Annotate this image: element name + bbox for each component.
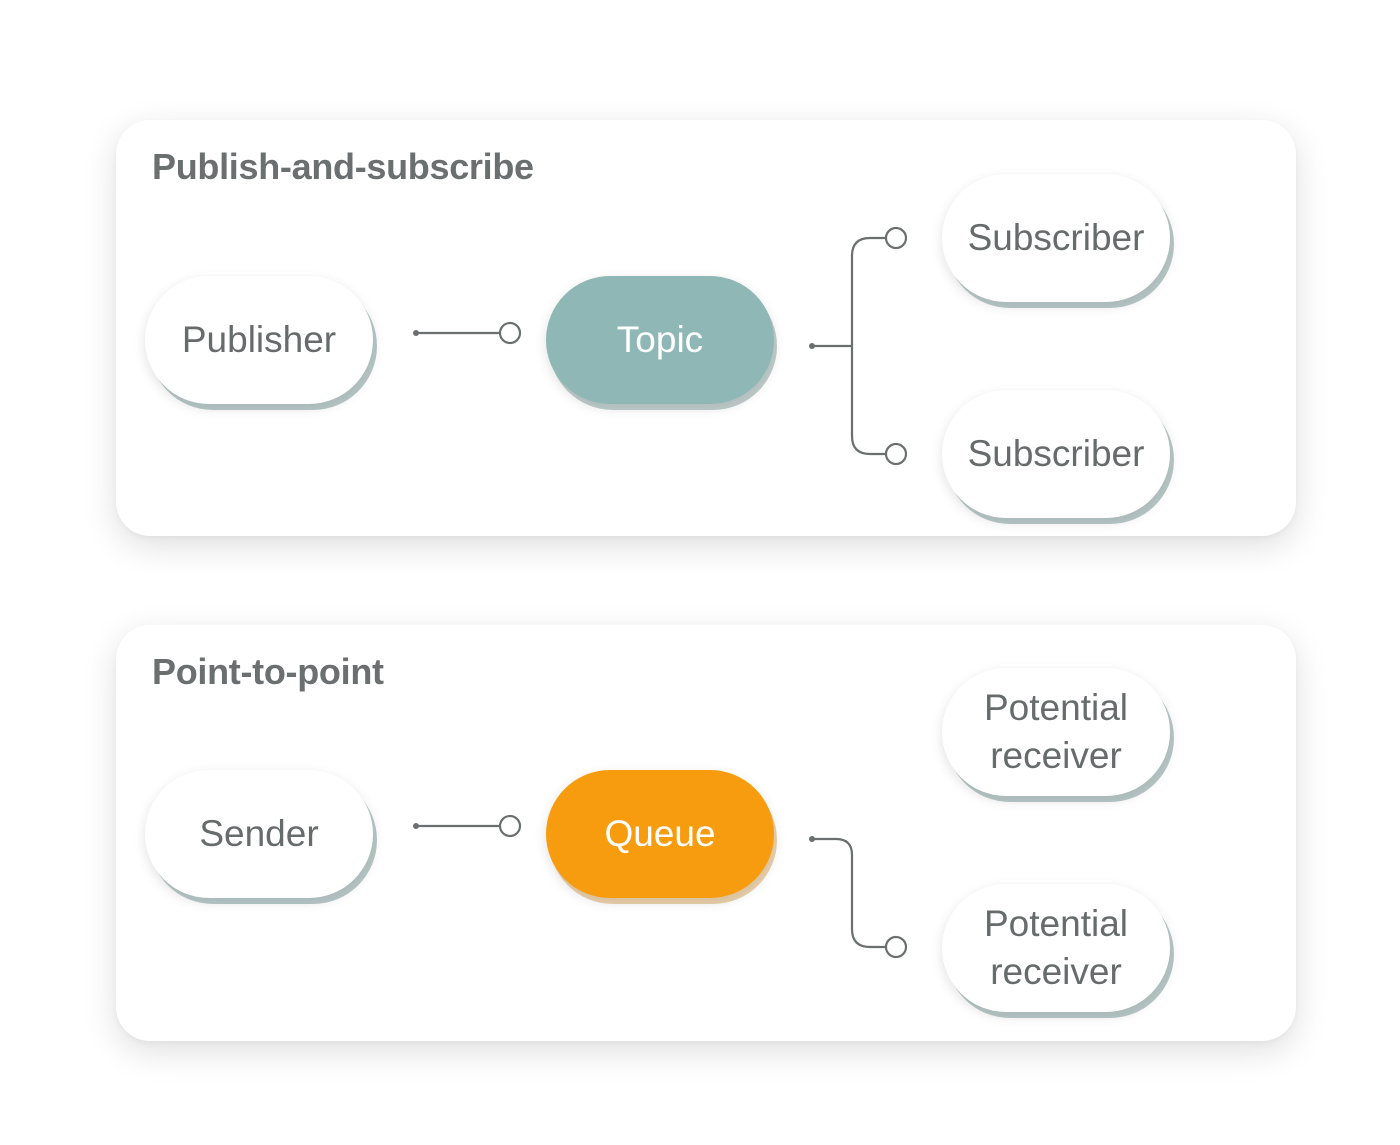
topic-label: Topic (616, 319, 704, 360)
pubsub-fork-branch-2 (850, 346, 886, 456)
p2p-queue-link (812, 837, 886, 949)
pubsub-title: Publish-and-subscribe (152, 146, 534, 187)
p2p-connectors (413, 814, 908, 959)
p2p-panel: Point-to-point Sender Queue Potential re… (116, 625, 1296, 1041)
sender-label: Sender (199, 813, 319, 854)
pubsub-connectors (413, 226, 908, 466)
publisher-node: Publisher (145, 276, 373, 404)
publisher-label: Publisher (181, 319, 337, 360)
subscriber-label-2: Subscriber (967, 433, 1145, 474)
topic-node: Topic (546, 276, 774, 404)
subscriber-node-2: Subscriber (942, 390, 1170, 518)
pubsub-fork-branch-1 (850, 236, 886, 346)
queue-label: Queue (604, 813, 716, 854)
pubsub-subscriber-2-link-end (884, 442, 908, 466)
pubsub-panel: Publish-and-subscribe Publisher Topic Su… (116, 120, 1296, 536)
pubsub-publisher-link-end (498, 321, 522, 345)
queue-node: Queue (546, 770, 774, 898)
subscriber-node-1: Subscriber (942, 174, 1170, 302)
p2p-sender-link-end (498, 814, 522, 838)
pubsub-subscriber-1-link-end (884, 226, 908, 250)
p2p-receiver-link-end (884, 935, 908, 959)
sender-node: Sender (145, 770, 373, 898)
receiver-label-2: Potential receiver (984, 903, 1128, 992)
receiver-label-1: Potential receiver (984, 687, 1128, 776)
receiver-node-2: Potential receiver (942, 884, 1170, 1012)
subscriber-label-1: Subscriber (967, 217, 1145, 258)
receiver-node-1: Potential receiver (942, 668, 1170, 796)
p2p-title: Point-to-point (152, 651, 384, 692)
